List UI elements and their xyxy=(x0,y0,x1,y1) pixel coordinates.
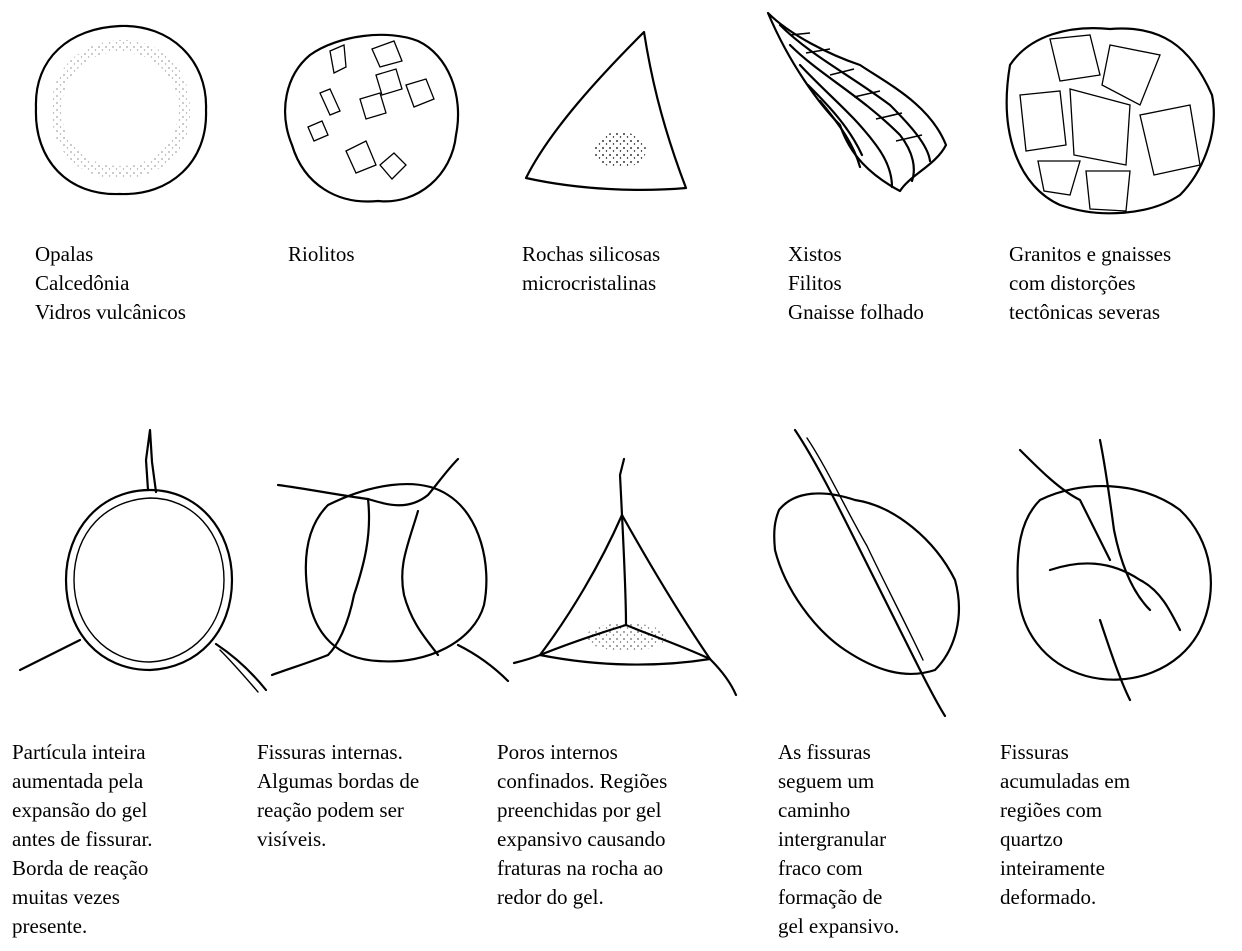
internal-cracks-drawing xyxy=(268,455,518,690)
crack-description-whole-particle: Partícula inteira aumentada pela expansã… xyxy=(12,738,153,941)
intergranular-cracks-drawing xyxy=(755,420,985,720)
internal-pores-drawing xyxy=(510,455,740,705)
rock-type-label-schist: Xistos Filitos Gnaisse folhado xyxy=(788,240,924,327)
rock-type-label-granite: Granitos e gnaisses com distorções tectô… xyxy=(1009,240,1171,327)
whole-particle-crack-drawing xyxy=(20,420,280,710)
crack-description-deformed-quartz: Fissuras acumuladas em regiões com quart… xyxy=(1000,738,1130,912)
rock-type-label-siliceous: Rochas silicosas microcristalinas xyxy=(522,240,660,298)
deformed-quartz-cracks-drawing xyxy=(990,440,1230,710)
granite-particle-drawing xyxy=(990,15,1230,225)
crack-description-intergranular: As fissuras seguem um caminho intergranu… xyxy=(778,738,899,941)
crack-description-internal-pores: Poros internos confinados. Regiões preen… xyxy=(497,738,667,912)
schist-particle-drawing xyxy=(750,5,970,205)
rock-type-label-rhyolite: Riolitos xyxy=(288,240,355,269)
rock-type-label-opal: Opalas Calcedônia Vidros vulcânicos xyxy=(35,240,186,327)
siliceous-rock-particle-drawing xyxy=(510,20,710,210)
rhyolite-particle-drawing xyxy=(268,15,468,215)
opal-particle-drawing xyxy=(20,10,220,210)
crack-description-internal-cracks: Fissuras internas. Algumas bordas de rea… xyxy=(257,738,419,854)
